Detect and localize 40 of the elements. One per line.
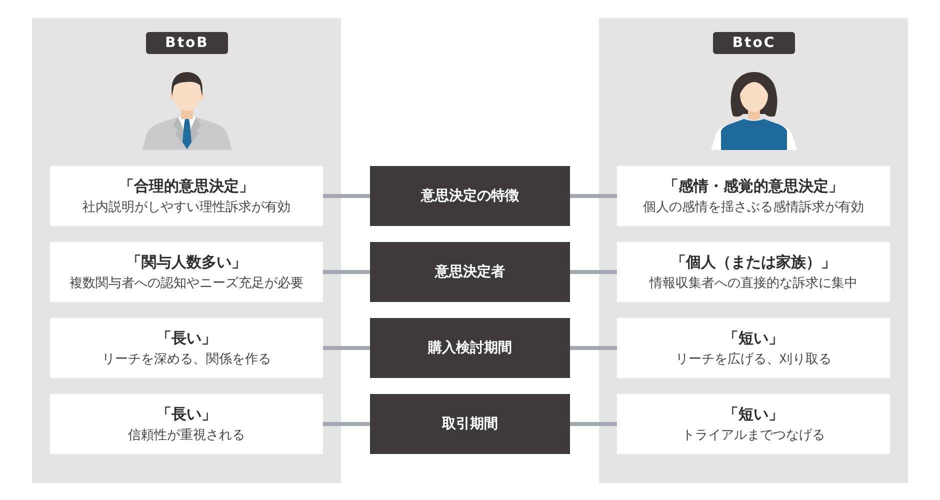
comparison-panel (32, 18, 341, 483)
card-description: リーチを深める、関係を作る (102, 350, 271, 368)
topic-box: 購入検討期間 (370, 318, 570, 378)
card-title: 「長い」 (156, 404, 216, 424)
connector-line (570, 194, 617, 198)
connector-line (323, 194, 370, 198)
card-title: 「関与人数多い」 (126, 252, 246, 272)
info-card (617, 394, 890, 454)
topic-box: 意思決定者 (370, 242, 570, 302)
info-card (50, 318, 323, 378)
topic-box: 取引期間 (370, 394, 570, 454)
connector-line (570, 270, 617, 274)
connector-line (323, 422, 370, 426)
info-card (50, 166, 323, 226)
card-description: 情報収集者への直接的な訴求に集中 (650, 274, 858, 292)
topic-box: 意思決定の特徴 (370, 166, 570, 226)
connector-line (323, 270, 370, 274)
card-description: 個人の感情を揺さぶる感情訴求が有効 (643, 198, 864, 216)
card-description: 信頼性が重視される (128, 426, 245, 444)
info-card (50, 242, 323, 302)
card-description: 社内説明がしやすい理性訴求が有効 (82, 198, 290, 216)
info-card (50, 394, 323, 454)
category-tag: BtoB (146, 32, 228, 54)
card-description: リーチを広げる、刈り取る (676, 350, 832, 368)
info-card (617, 242, 890, 302)
card-title: 「長い」 (156, 328, 216, 348)
connector-line (323, 346, 370, 350)
card-title: 「合理的意思決定」 (119, 176, 254, 196)
card-title: 「短い」 (724, 328, 784, 348)
card-title: 「個人（または家族）」 (671, 252, 836, 272)
comparison-panel (599, 18, 908, 483)
connector-line (570, 422, 617, 426)
info-card (617, 166, 890, 226)
card-description: トライアルまでつなげる (682, 426, 825, 444)
info-card (617, 318, 890, 378)
category-tag: BtoC (713, 32, 795, 54)
card-title: 「短い」 (724, 404, 784, 424)
connector-line (570, 346, 617, 350)
card-description: 複数関与者への認知やニーズ充足が必要 (70, 274, 304, 292)
card-title: 「感情・感覚的意思決定」 (664, 176, 844, 196)
